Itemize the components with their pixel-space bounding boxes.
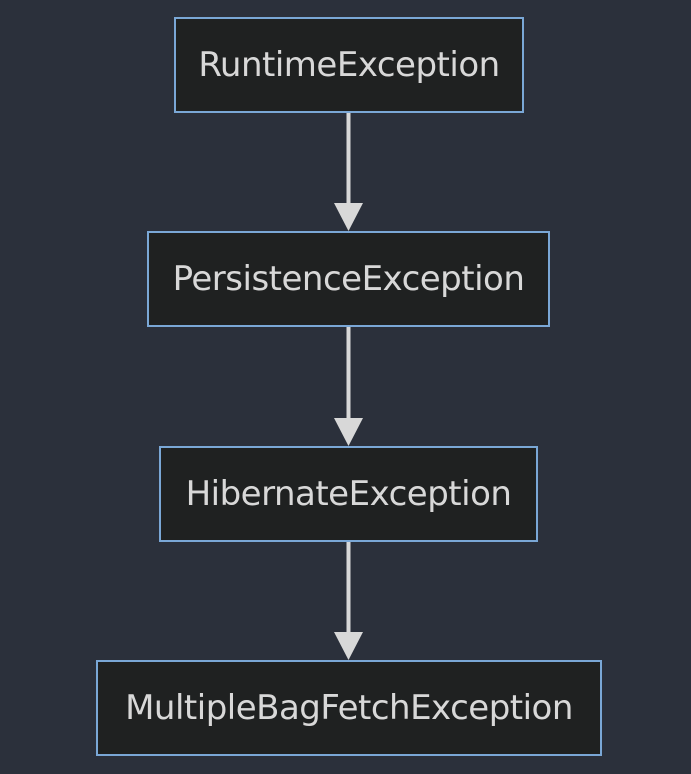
edge-runtime-to-persistence [334,113,363,231]
node-label: MultipleBagFetchException [125,688,573,728]
edge-hibernate-to-multiplebag [334,542,363,660]
node-label: PersistenceException [172,259,525,299]
arrowhead-icon [334,418,363,446]
node-label: HibernateException [185,474,512,514]
node-hibernate-exception[interactable]: HibernateException [159,446,538,542]
arrowhead-icon [334,632,363,660]
arrowhead-icon [334,203,363,231]
node-label: RuntimeException [198,45,500,85]
node-runtime-exception[interactable]: RuntimeException [174,17,524,113]
edge-persistence-to-hibernate [334,327,363,446]
node-persistence-exception[interactable]: PersistenceException [147,231,550,327]
node-multiple-bag-fetch-exception[interactable]: MultipleBagFetchException [96,660,602,756]
